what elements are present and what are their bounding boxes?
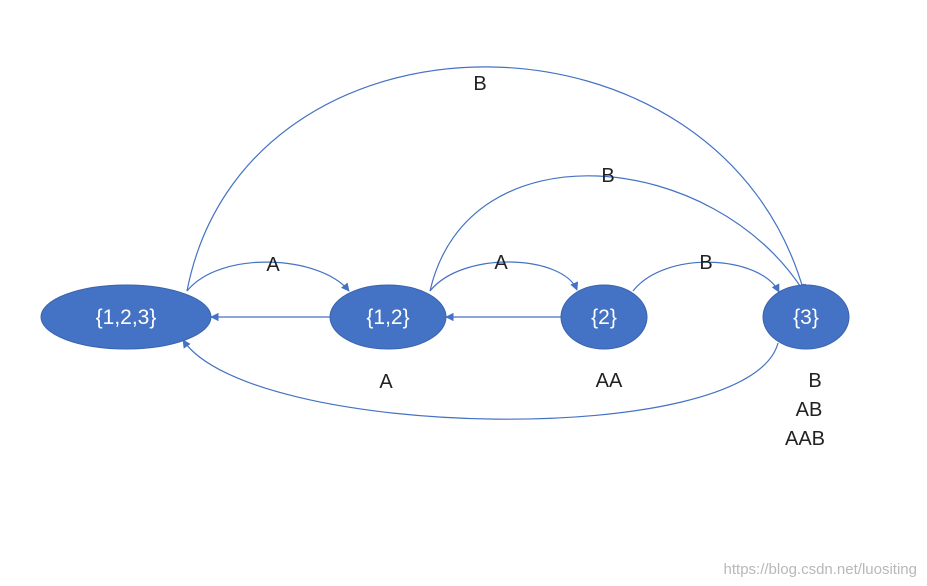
edge-label-n123-to-n12: A <box>266 254 280 276</box>
node-n2: {2} <box>560 284 648 350</box>
edge-label-n123-to-n3: B <box>473 73 486 95</box>
edge-label-n12-to-n3: B <box>601 165 614 187</box>
node-n123-label: {1,2,3} <box>96 306 157 329</box>
edge-n123-to-n12 <box>186 261 350 292</box>
node-n123: {1,2,3} <box>40 284 212 350</box>
edge-n3-to-n123 <box>182 339 779 420</box>
edge-n2-to-n3 <box>632 261 780 293</box>
node-n12: {1,2} <box>329 284 447 350</box>
sublabel-n2: AA <box>596 370 623 392</box>
node-n2-label: {2} <box>591 306 617 329</box>
sublabel-n3-line: AAB <box>785 428 825 450</box>
edge-n12-to-n2 <box>429 261 579 292</box>
node-n12-label: {1,2} <box>366 306 409 329</box>
node-n3-label: {3} <box>793 306 819 329</box>
edge-label-n2-to-n3: B <box>699 252 712 274</box>
edge-label-n12-to-n2: A <box>494 252 508 274</box>
watermark-text: https://blog.csdn.net/luositing <box>723 561 917 578</box>
edge-n12-to-n3 <box>429 175 805 293</box>
sublabel-n12: A <box>379 371 393 393</box>
node-n3: {3} <box>762 284 850 350</box>
sublabel-n3-line: AB <box>796 399 823 421</box>
sublabel-n3-line: B <box>808 370 821 392</box>
edge-n123-to-n3 <box>186 66 806 293</box>
